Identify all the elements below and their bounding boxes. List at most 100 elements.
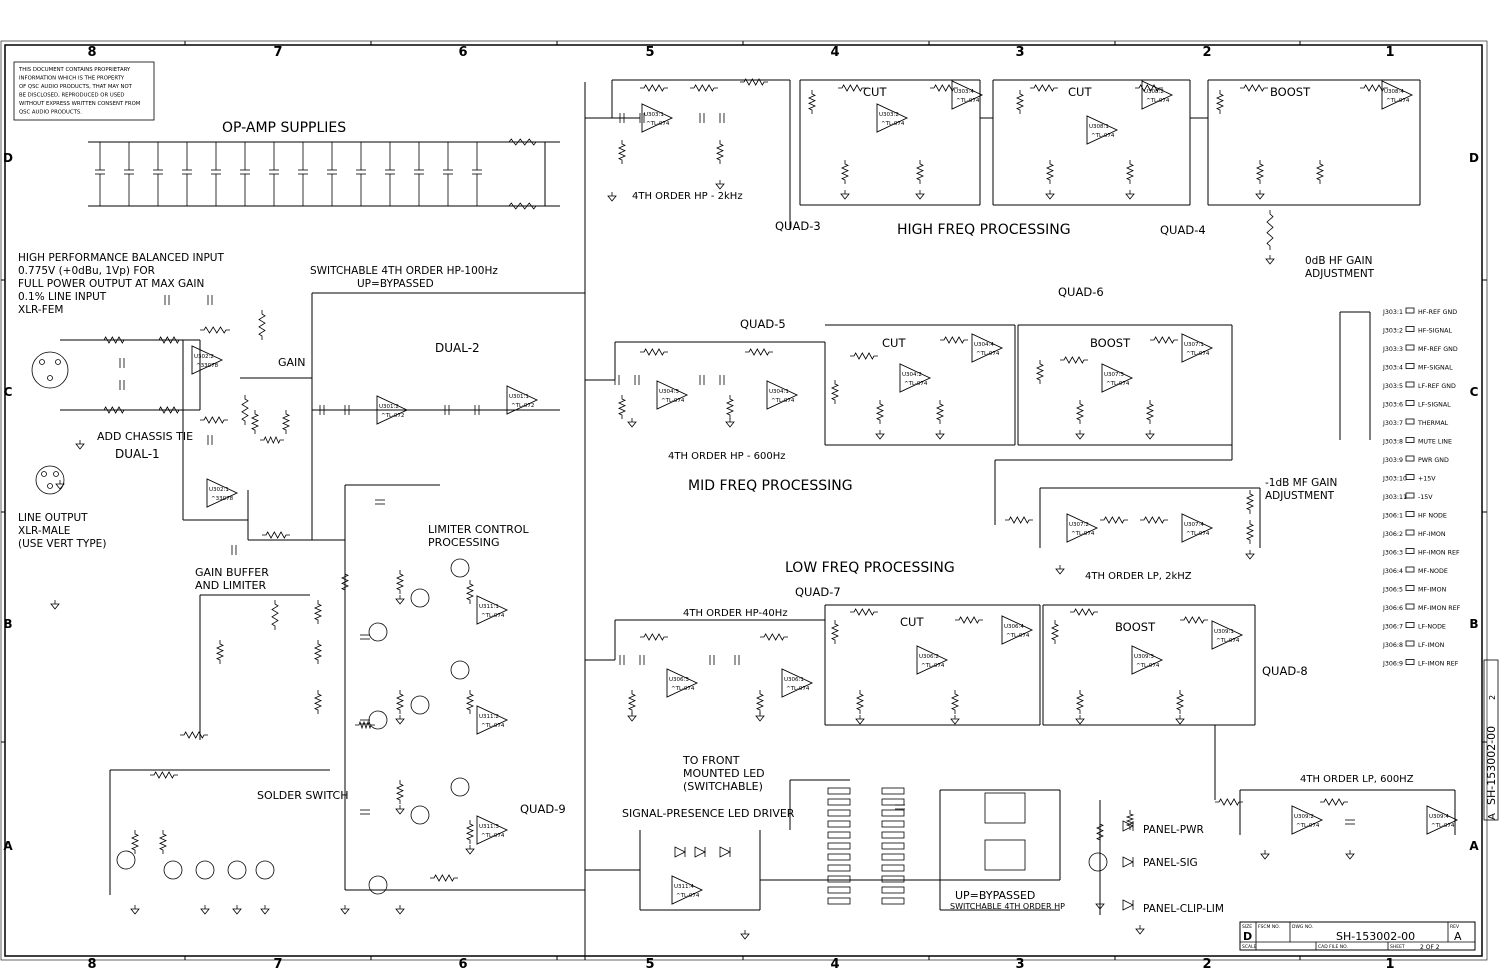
connector-signal: HF-IMON REF (1418, 550, 1460, 557)
opamp-u311-2: U311:2 ^TL-074 (476, 705, 509, 735)
boost-label-hf: BOOST (1270, 85, 1311, 99)
zone-col-bottom: 1 (1385, 957, 1394, 971)
limiter-heading-1: LIMITER CONTROL (428, 523, 530, 536)
hf-adj-label-2: ADJUSTMENT (1305, 268, 1375, 280)
connector-pin: J306:3 (1382, 550, 1403, 557)
opamp-ref: U307:4 (1184, 522, 1204, 528)
hf-adj-label-1: 0dB HF GAIN (1305, 255, 1372, 267)
opamp-type: ^TL-074 (661, 398, 685, 404)
connector-signal: MF-REF GND (1418, 346, 1458, 353)
hp100-sub: UP=BYPASSED (357, 278, 434, 290)
opamp-ref: U311:2 (479, 714, 499, 720)
opamp-type: ^TL-074 (1431, 823, 1455, 829)
line-out-3: (USE VERT TYPE) (18, 538, 106, 550)
connector-signal: MF-SIGNAL (1418, 365, 1453, 372)
zone-col-bottom: 3 (1015, 957, 1024, 971)
opamp-ref: U304:4 (974, 342, 994, 348)
cut-label-mf: CUT (882, 336, 906, 350)
input-note-2: 0.775V (+0dBu, 1Vp) FOR (18, 265, 155, 277)
connector-pin: J306:1 (1382, 513, 1403, 520)
tb-size: D (1243, 930, 1252, 943)
title-block: SIZE D FSCM NO. DWG NO. SH-153002-00 REV… (1239, 921, 1476, 951)
opamp-supplies-heading: OP-AMP SUPPLIES (222, 120, 346, 136)
opamp-type: ^TL-074 (921, 663, 945, 669)
connector-pin: J306:8 (1382, 642, 1403, 649)
input-note-5: XLR-FEM (18, 304, 63, 316)
opamp-u303-2: U303:2^TL-074 (876, 103, 909, 133)
opamp-ref: U306:3 (669, 677, 689, 683)
tb-size-label: SIZE (1242, 924, 1252, 930)
opamp-ref: U303:2 (879, 112, 899, 118)
quad-3-label: QUAD-3 (775, 219, 821, 233)
quad-5-label: QUAD-5 (740, 317, 786, 331)
opamp-u307-1: U307:1^TL-074 (1181, 333, 1214, 363)
opamp-type: ^TL-074 (676, 893, 700, 899)
mid-freq-heading: MID FREQ PROCESSING (688, 478, 853, 494)
line-out-1: LINE OUTPUT (18, 512, 88, 524)
opamp-ref: U306:4 (1004, 624, 1024, 630)
opamp-ref: U309:1 (1214, 629, 1234, 635)
connector-signal: LF-SIGNAL (1418, 402, 1451, 409)
opamp-type: ^TL-074 (481, 833, 505, 839)
connector-signal: HF-IMON (1418, 531, 1446, 538)
quad-4-label: QUAD-4 (1160, 223, 1206, 237)
input-note-3: FULL POWER OUTPUT AT MAX GAIN (18, 278, 204, 290)
opamp-type: ^TL-074 (481, 723, 505, 729)
connector-signal: +15V (1418, 476, 1436, 483)
opamp-ref: U307:3 (1104, 372, 1124, 378)
quad-9-label: QUAD-9 (520, 802, 566, 816)
opamp-ref: U309:3 (1134, 654, 1154, 660)
opamp-type: ^TL-074 (1091, 133, 1115, 139)
opamp-ref: U306:2 (919, 654, 939, 660)
quad-7-label: QUAD-7 (795, 585, 841, 599)
section-headings: OP-AMP SUPPLIES HIGH FREQ PROCESSING MID… (195, 120, 1071, 820)
connector-signal: LF-IMON REF (1418, 661, 1459, 668)
tb-rev: A (1454, 930, 1462, 943)
connector-pin: J303:7 (1382, 420, 1403, 427)
connector-signal: PWR GND (1418, 457, 1449, 464)
zone-col-top: 7 (273, 45, 282, 60)
bypass-label-1: UP=BYPASSED (955, 889, 1035, 902)
proprietary-notice: THIS DOCUMENT CONTAINS PROPRIETARYINFORM… (13, 61, 155, 121)
opamp-type: ^TL-074 (956, 98, 980, 104)
opamp-ref: U304:1 (769, 389, 789, 395)
opamp-ref: U311:1 (479, 604, 499, 610)
connector-pin: J306:5 (1382, 587, 1403, 594)
opamp-ref: U306:1 (784, 677, 804, 683)
opamp-ref: U311:3 (479, 824, 499, 830)
connector-pin: J303:11 (1382, 494, 1407, 501)
zone-col-top: 5 (645, 45, 654, 60)
connector-signal: HF NODE (1418, 513, 1447, 520)
connector-pin: J303:2 (1382, 328, 1403, 335)
opamp-u309-3: U309:3^TL-074 (1131, 645, 1164, 675)
hp2k-label: 4TH ORDER HP - 2kHz (632, 191, 743, 202)
tb-sheet-label: SHEET (1390, 944, 1405, 950)
opamp-ref: U308:4 (1384, 89, 1404, 95)
connector-pin: J303:10 (1382, 476, 1407, 483)
zone-row-left: B (3, 617, 12, 631)
quad-6-label: QUAD-6 (1058, 285, 1104, 299)
notice-line: BE DISCLOSED, REPRODUCED OR USED (19, 93, 125, 99)
opamp-u302-1: U302:1^33078 (206, 478, 239, 508)
opamp-type: ^TL-072 (511, 403, 534, 409)
opamp-type: ^TL-074 (1186, 531, 1210, 537)
input-notes: HIGH PERFORMANCE BALANCED INPUT 0.775V (… (18, 252, 498, 550)
opamp-ref: U308:1 (1089, 124, 1109, 130)
opamp-type: ^33078 (196, 363, 219, 369)
opamp-u306-3: U306:3^TL-074 (666, 668, 699, 698)
hp40-label: 4TH ORDER HP-40Hz (683, 608, 788, 619)
zone-col-top: 4 (830, 45, 839, 60)
hp100-title: SWITCHABLE 4TH ORDER HP-100Hz (310, 265, 498, 277)
opamp-ref: U302:2 (194, 354, 214, 360)
opamp-ref: U301:2 (379, 404, 399, 410)
solder-switch-label: SOLDER SWITCH (257, 789, 348, 802)
mf-adj-label-2: ADJUSTMENT (1265, 490, 1335, 502)
opamp-u307-2: U307:2^TL-074 (1066, 513, 1099, 543)
zone-col-top: 6 (458, 45, 467, 60)
opamp-type: ^TL-074 (1146, 98, 1170, 104)
opamp-u308-2: U308:2^TL-074 (1141, 80, 1174, 110)
opamp-type: ^TL-074 (771, 398, 795, 404)
opamp-u304-2: U304:2^TL-074 (899, 363, 932, 393)
connector-pin: J306:6 (1382, 605, 1403, 612)
